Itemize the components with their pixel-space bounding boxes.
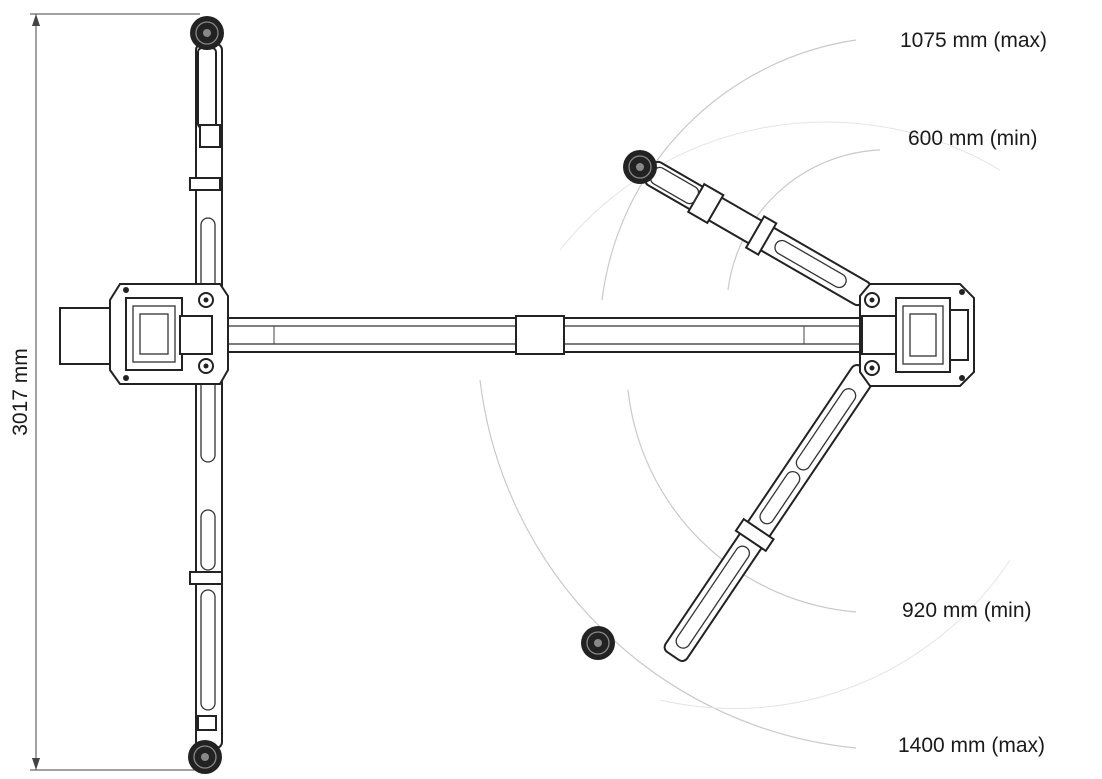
reach-arc-upper-max <box>601 39 857 301</box>
lower-max-reach-label: 1400 mm (max) <box>898 734 1045 757</box>
reach-arc-lower-min <box>627 389 857 613</box>
arrow-up-icon <box>32 14 40 26</box>
reach-arc-faint-2 <box>659 559 1011 709</box>
left-column-base <box>59 283 229 385</box>
reach-arc-upper-min <box>727 149 881 291</box>
lift-pad-icon <box>190 16 224 50</box>
overall-width-label: 3017 mm <box>9 348 32 436</box>
reach-arcs <box>479 39 1011 749</box>
right-arms <box>581 150 876 662</box>
left-upper-arm-collar <box>199 124 221 148</box>
crossbeam-joint <box>515 315 565 355</box>
crossbeam <box>209 315 869 355</box>
upper-max-reach-label: 1075 mm (max) <box>900 29 1047 52</box>
upper-min-reach-label: 600 mm (min) <box>908 127 1038 150</box>
reach-arc-faint-1 <box>559 121 1001 251</box>
reach-arc-lower-max <box>479 379 857 749</box>
dimension-3017: 3017 mm <box>9 13 200 771</box>
right-lower-arm <box>663 364 876 662</box>
right-upper-arm <box>644 160 872 307</box>
lift-pad-icon <box>188 740 222 774</box>
left-arms <box>188 16 224 774</box>
lift-pad-icon <box>623 150 657 184</box>
left-lower-arm <box>195 355 223 749</box>
lower-min-reach-label: 920 mm (min) <box>902 599 1032 622</box>
right-column-base <box>859 283 975 387</box>
lift-pad-icon <box>581 626 615 660</box>
arrow-down-icon <box>32 758 40 770</box>
